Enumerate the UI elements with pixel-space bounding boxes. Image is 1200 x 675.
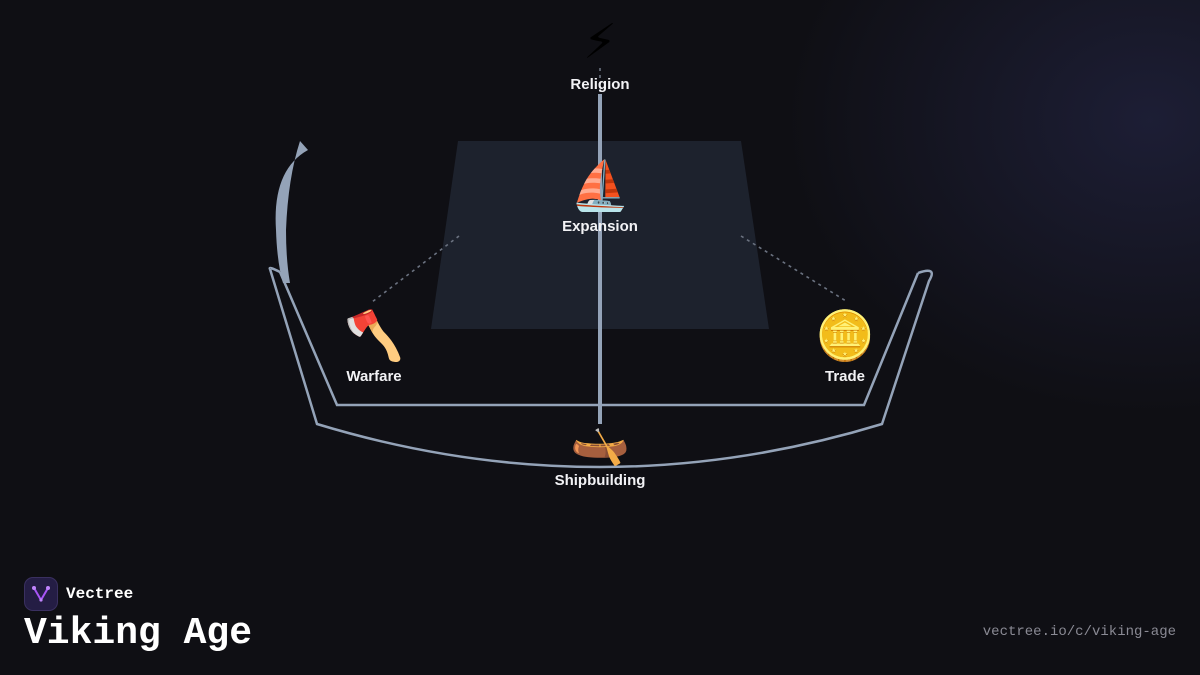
node-label-trade: Trade — [825, 368, 865, 385]
brand-name: Vectree — [66, 585, 134, 603]
node-label-shipbuilding: Shipbuilding — [555, 472, 646, 489]
node-label-religion: Religion — [570, 76, 629, 93]
sailboat-icon: ⛵ — [570, 158, 630, 214]
page-title: Viking Age — [24, 612, 253, 655]
lightning-icon: ⚡ — [583, 14, 617, 70]
canoe-icon: 🛶 — [570, 412, 630, 468]
rigging-left — [371, 235, 460, 303]
brand: Vectree — [24, 577, 133, 611]
node-label-expansion: Expansion — [562, 218, 638, 235]
page-url[interactable]: vectree.io/c/viking-age — [982, 624, 1176, 640]
coin-icon: 🪙 — [815, 308, 875, 364]
vectree-logo-icon — [24, 577, 58, 611]
axe-icon: 🪓 — [344, 308, 404, 364]
prow-curve — [275, 141, 308, 283]
hull-bow-tip — [268, 266, 281, 274]
hull-outer — [268, 268, 933, 469]
hull-inner — [278, 271, 920, 407]
node-label-warfare: Warfare — [346, 368, 401, 385]
